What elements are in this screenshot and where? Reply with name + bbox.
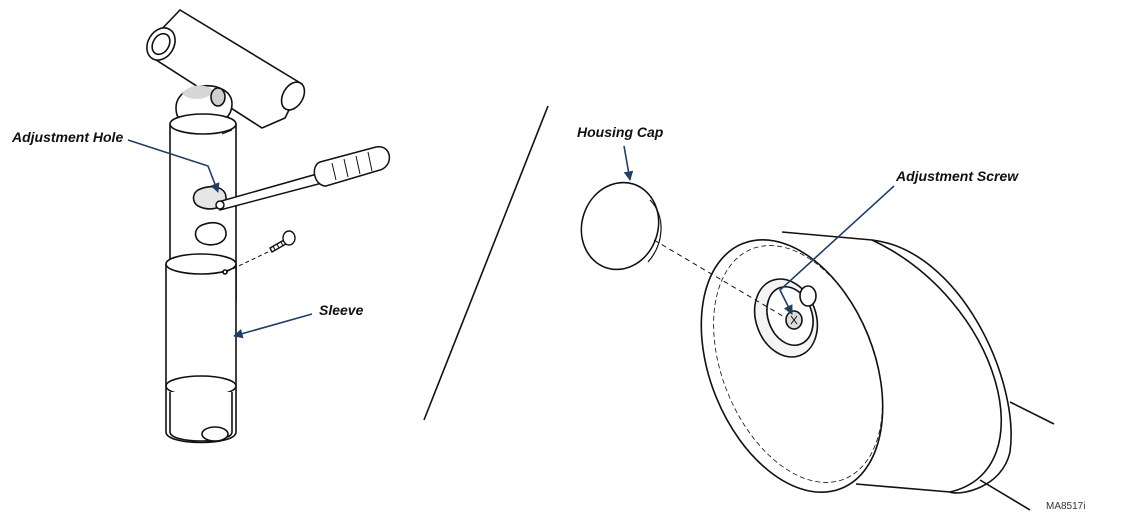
ball-joint-shade [182,85,214,100]
screw-dashed-path [225,251,269,273]
screwdriver-grip-lines [331,151,373,181]
leader-lines [127,139,895,339]
housing-cap [580,181,787,319]
housing-face-dash [713,245,883,483]
screw-socket [790,315,798,325]
adjustment-hole-leader [127,139,220,193]
lower-slot [194,221,227,246]
loose-screw [225,230,296,273]
screwdriver-handle [313,146,390,187]
shaft-bottom [979,479,1031,511]
sleeve-top [165,253,237,275]
t-handle-end-right [280,81,306,111]
post-assembly [146,8,306,444]
screw-head [282,230,296,246]
side-hole [799,285,817,307]
screwdriver [215,146,390,211]
shaft-top [1009,401,1055,425]
housing-cap-leader [623,145,634,181]
figure-code: MA8517i [1046,501,1086,512]
sleeve-label: Sleeve [319,302,364,318]
cap-dashed-path [653,239,787,319]
pin-hole [222,269,228,275]
ball-joint-highlight [210,87,226,107]
inner-tube-end [201,426,229,442]
screw-threads [272,241,284,251]
sleeve-leader [233,313,313,339]
housing-assembly [700,231,1055,511]
t-handle-end-left-inner [151,32,171,56]
top-pin [221,129,233,135]
cap-edge [647,199,662,263]
adjustment-screw-label: Adjustment Screw [896,168,1019,184]
housing-cap-label: Housing Cap [577,124,664,140]
housing-back-outline [871,239,1012,494]
upper-tube-top [169,113,237,135]
screwdriver-tip [215,200,225,210]
cap-disc [580,181,660,271]
divider-line [423,105,549,421]
adjustment-screw-leader [779,185,895,315]
adjustment-hole-label: Adjustment Hole [12,129,124,145]
